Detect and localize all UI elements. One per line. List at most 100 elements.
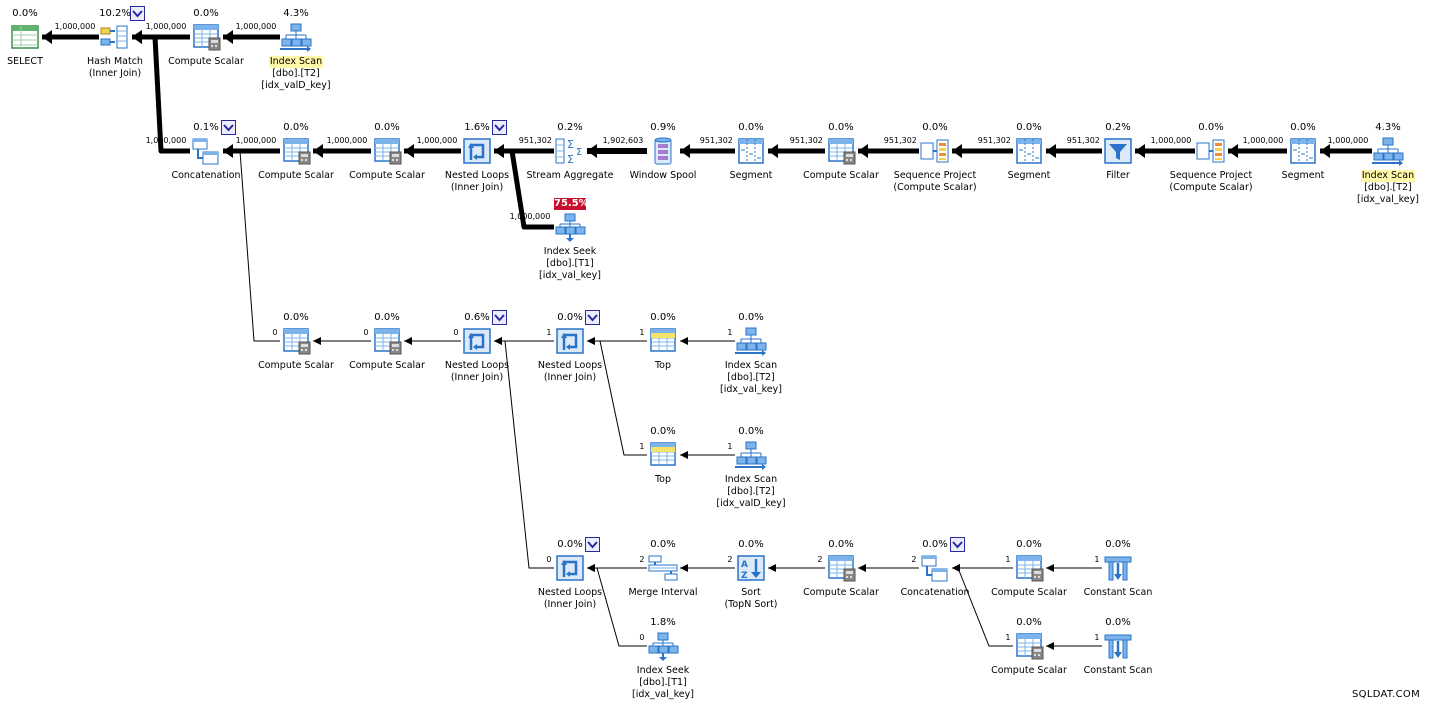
- index-scan-icon[interactable]: [735, 440, 767, 470]
- chevron-down-icon[interactable]: [492, 310, 507, 325]
- index-scan-icon[interactable]: [735, 326, 767, 356]
- operator-name: Stream Aggregate: [526, 170, 614, 181]
- index-scan-icon[interactable]: [280, 22, 312, 52]
- data-flow-edge[interactable]: [223, 150, 280, 342]
- operator-name: Concatenation: [171, 170, 241, 181]
- nested-loops-icon[interactable]: [461, 136, 493, 166]
- operator-name: Top: [654, 360, 672, 371]
- arrow-head-icon: [952, 144, 962, 158]
- compute-scalar-icon[interactable]: [280, 136, 312, 166]
- operator-label: Top: [603, 474, 723, 486]
- chevron-down-icon[interactable]: [950, 537, 965, 552]
- operator-name: Top: [654, 474, 672, 485]
- nested-loops-icon[interactable]: [461, 326, 493, 356]
- nested-loops-icon[interactable]: [554, 326, 586, 356]
- arrow-head-icon: [1046, 642, 1054, 650]
- top-icon[interactable]: [647, 440, 679, 470]
- operator-cost: 0.0%: [557, 539, 583, 550]
- sequence-project-icon[interactable]: [1195, 136, 1227, 166]
- arrow-head-icon: [404, 337, 412, 345]
- operator-detail: [dbo].[T2]: [1364, 182, 1412, 193]
- operator-name: Sequence Project: [893, 170, 977, 181]
- arrow-head-icon: [313, 337, 321, 345]
- stream-aggregate-icon[interactable]: Σ Σ Σ: [554, 136, 586, 166]
- operator-detail: [dbo].[T2]: [272, 68, 320, 79]
- chevron-down-icon[interactable]: [221, 120, 236, 135]
- operator-detail: [dbo].[T1]: [639, 677, 687, 688]
- constant-scan-icon[interactable]: [1102, 631, 1134, 661]
- chevron-down-icon[interactable]: [492, 120, 507, 135]
- operator-name: Constant Scan: [1083, 587, 1153, 598]
- operator-cost: 0.2%: [1105, 122, 1131, 133]
- sort-icon[interactable]: A Z: [735, 553, 767, 583]
- operator-label: Nested Loops(Inner Join): [417, 360, 537, 384]
- row-count-label: 1,000,000: [416, 136, 458, 145]
- compute-scalar-icon[interactable]: [280, 326, 312, 356]
- nested-loops-icon[interactable]: [554, 553, 586, 583]
- constant-scan-icon[interactable]: [1102, 553, 1134, 583]
- compute-scalar-icon[interactable]: [1013, 631, 1045, 661]
- hash-match-icon[interactable]: [99, 22, 131, 52]
- window-spool-icon[interactable]: [647, 136, 679, 166]
- compute-scalar-icon[interactable]: [371, 136, 403, 166]
- operator-label: Top: [603, 360, 723, 372]
- result-icon[interactable]: [9, 22, 41, 52]
- segment-icon[interactable]: [735, 136, 767, 166]
- segment-icon[interactable]: [1287, 136, 1319, 166]
- operator-cost: 10.2%: [99, 8, 131, 19]
- filter-icon[interactable]: [1102, 136, 1134, 166]
- arrow-head-icon: [587, 337, 595, 345]
- operator-detail: (Inner Join): [88, 68, 142, 79]
- compute-scalar-icon[interactable]: [1013, 553, 1045, 583]
- operator-label: Index Scan[dbo].[T2][idx_valD_key]: [236, 56, 356, 92]
- operator-cost: 0.0%: [650, 539, 676, 550]
- row-count-label: 1,000,000: [1242, 136, 1284, 145]
- operator-cost: 0.0%: [1198, 122, 1224, 133]
- chevron-down-icon[interactable]: [585, 537, 600, 552]
- operator-label: Compute Scalar: [236, 360, 356, 372]
- compute-scalar-icon[interactable]: [190, 22, 222, 52]
- compute-scalar-icon[interactable]: [825, 136, 857, 166]
- operator-name: Concatenation: [900, 587, 970, 598]
- concatenation-icon[interactable]: [919, 553, 951, 583]
- operator-detail: [idx_valD_key]: [716, 498, 786, 509]
- operator-cost: 0.0%: [828, 539, 854, 550]
- operator-detail: (Inner Join): [450, 372, 504, 383]
- row-count-label: 0: [546, 555, 552, 564]
- operator-cost: 75.5%: [554, 198, 589, 210]
- index-seek-icon[interactable]: [647, 631, 679, 661]
- chevron-down-icon[interactable]: [130, 6, 145, 21]
- operator-label: Concatenation: [875, 587, 995, 599]
- operator-name: Window Spool: [629, 170, 697, 181]
- operator-detail: [dbo].[T1]: [546, 258, 594, 269]
- row-count-label: 1: [1094, 555, 1100, 564]
- compute-scalar-icon[interactable]: [825, 553, 857, 583]
- operator-label: Nested Loops(Inner Join): [510, 360, 630, 384]
- svg-text:Σ: Σ: [567, 153, 574, 166]
- watermark: SQLDAT.COM: [1352, 689, 1420, 700]
- top-icon[interactable]: [647, 326, 679, 356]
- arrow-head-icon: [494, 337, 502, 345]
- index-seek-icon[interactable]: [554, 212, 586, 242]
- row-count-label: 1: [727, 442, 733, 451]
- operator-name: Compute Scalar: [258, 360, 334, 371]
- operator-label: Sequence Project(Compute Scalar): [1151, 170, 1271, 194]
- operator-label: Compute Scalar: [781, 587, 901, 599]
- data-flow-edge[interactable]: [132, 34, 190, 154]
- arrow-head-icon: [680, 564, 688, 572]
- operator-name: Segment: [729, 170, 773, 181]
- operator-name: Index Seek: [636, 665, 690, 676]
- segment-icon[interactable]: [1013, 136, 1045, 166]
- merge-interval-icon[interactable]: [647, 553, 679, 583]
- chevron-down-icon[interactable]: [585, 310, 600, 325]
- operator-cost: 0.0%: [557, 312, 583, 323]
- operator-cost: 1.8%: [650, 617, 676, 628]
- operator-cost: 0.0%: [1105, 617, 1131, 628]
- operator-label: Compute Scalar: [969, 665, 1089, 677]
- compute-scalar-icon[interactable]: [371, 326, 403, 356]
- data-flow-edge[interactable]: [952, 567, 1013, 647]
- concatenation-icon[interactable]: [190, 136, 222, 166]
- row-count-label: 1: [1005, 633, 1011, 642]
- index-scan-icon[interactable]: [1372, 136, 1404, 166]
- sequence-project-icon[interactable]: [919, 136, 951, 166]
